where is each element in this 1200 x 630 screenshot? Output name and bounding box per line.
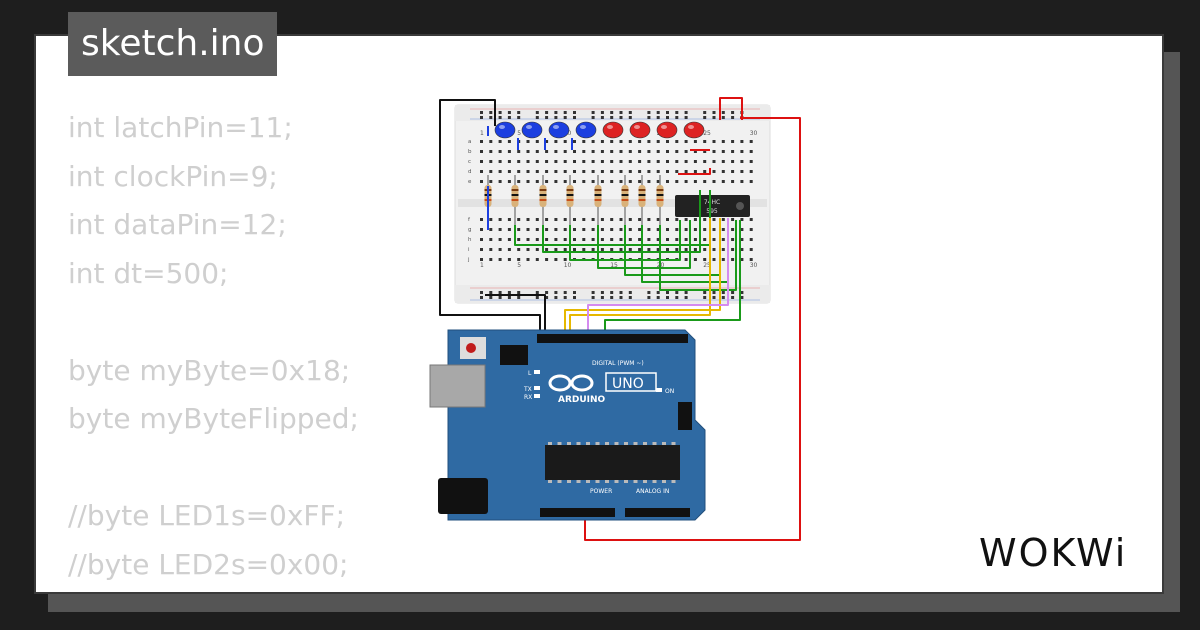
breadboard-column-number: 25 — [703, 130, 711, 137]
breadboard-column-number: 10 — [564, 262, 572, 269]
arduino-infinity-icon — [548, 374, 594, 392]
chip-label-2: 595 — [706, 208, 718, 215]
breadboard-column-number: 1 — [480, 262, 484, 269]
breadboard-column-number: 5 — [517, 130, 521, 137]
breadboard-column-number: 25 — [703, 262, 711, 269]
l-label: L — [528, 370, 532, 377]
chip-label-1: 74HC — [704, 199, 720, 206]
breadboard-row-letter: e — [468, 179, 472, 185]
code-line: int dt=500; — [68, 256, 229, 290]
arduino-model: UNO — [612, 376, 644, 392]
breadboard-row-letter: a — [468, 139, 471, 145]
led-row — [494, 121, 705, 139]
breadboard-row-letter: i — [468, 247, 470, 253]
analog-label: ANALOG IN — [636, 488, 669, 495]
wires — [439, 97, 801, 541]
code-line: //byte LED1s=0xFF; — [68, 499, 346, 532]
breadboard-row-letter: j — [467, 257, 470, 263]
led-blue — [575, 121, 597, 139]
breadboard-row-letter: g — [468, 227, 472, 233]
code-line: int dataPin=12; — [68, 208, 287, 241]
rx-label: RX — [524, 394, 532, 401]
power-label: POWER — [590, 488, 612, 495]
led-red — [602, 121, 624, 139]
arduino-brand: ARDUINO — [558, 395, 606, 405]
filename-tab[interactable]: sketch.ino — [68, 12, 278, 76]
led-red — [656, 121, 678, 139]
code-line — [68, 444, 359, 493]
tx-label: TX — [523, 386, 532, 393]
led-blue — [494, 121, 516, 139]
led-blue — [521, 121, 543, 139]
code-line: int latchPin=11; — [68, 111, 293, 144]
led-red — [683, 121, 705, 139]
breadboard-column-number: 15 — [610, 262, 618, 269]
breadboard-column-number: 30 — [750, 262, 758, 269]
breadboard-column-number: 5 — [517, 262, 521, 269]
breadboard-row-letter: h — [468, 237, 472, 243]
led-blue — [548, 121, 570, 139]
breadboard-row-letter: d — [468, 169, 472, 175]
code-line: //byte LED2s=0x00; — [68, 547, 349, 581]
resistor-array — [484, 175, 664, 225]
breadboard-column-number: 30 — [750, 130, 758, 137]
arduino-uno-board: ARDUINO UNO DIGITAL (PWM ~) POWER ANALOG… — [429, 329, 706, 521]
code-line: int clockPin=9; — [68, 159, 278, 193]
digital-label: DIGITAL (PWM ~) — [592, 360, 644, 367]
breadboard-row-letter: f — [468, 217, 471, 223]
wokwi-logo-text: WOKWi — [979, 531, 1127, 575]
code-line: byte myByteFlipped; — [68, 402, 359, 435]
breadboard-row-letter: b — [468, 149, 472, 155]
wokwi-logo: WOKWi — [979, 531, 1127, 575]
code-snippet: int latchPin=11; int clockPin=9; int dataP… — [68, 104, 359, 589]
shift-register-chip: 74HC 595 — [675, 195, 750, 217]
breadboard-row-letter: c — [468, 159, 471, 165]
code-line — [68, 298, 359, 347]
breadboard-column-number: 1 — [480, 130, 484, 137]
code-line: byte myByte=0x18; — [68, 353, 351, 387]
on-label: ON — [665, 388, 674, 395]
led-red — [629, 121, 651, 139]
